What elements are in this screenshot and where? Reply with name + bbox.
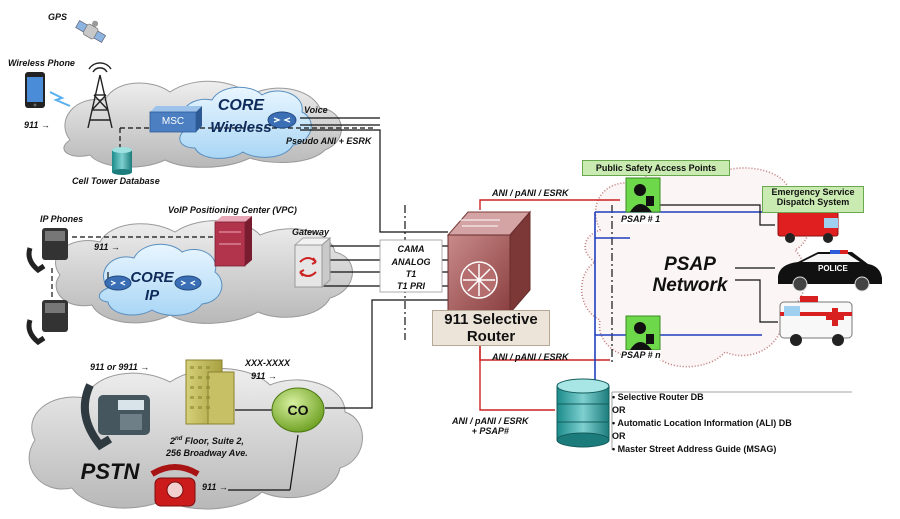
ip-router-right-icon [174, 275, 202, 291]
cell-tower-icon [87, 62, 113, 129]
pstn-red-911-label: 911 → [202, 482, 228, 492]
pstn-911-9911-label: 911 or 9911 → [90, 362, 150, 372]
xxx-911-label: 911 → [251, 371, 277, 381]
esds-box: Emergency Service Dispatch System [762, 186, 864, 213]
vpc-server-icon [214, 216, 252, 267]
gateway-label: Gateway [292, 227, 330, 237]
police-car-icon [778, 250, 882, 292]
trunk-analog: ANALOG [391, 257, 431, 267]
core-wireless-title-2: Wireless [210, 119, 272, 136]
psap-network-title: PSAP Network [652, 254, 728, 296]
pseudo-ani-label: Pseudo ANI + ESRK [286, 136, 372, 146]
wireless-signal-icon [49, 91, 71, 107]
ip-911-label: 911 → [94, 242, 120, 252]
office-building-icon [185, 359, 235, 425]
ip-phone-top-icon [26, 228, 68, 274]
psap-1-dispatcher-icon [625, 177, 661, 213]
gps-label: GPS [48, 12, 68, 22]
wireless-router-icon [267, 111, 297, 129]
database-list: • Selective Router DB OR • Automatic Loc… [612, 391, 792, 456]
wireless-phone-icon [25, 72, 45, 108]
trunk-t1: T1 [405, 269, 417, 279]
ali-database-icon [556, 378, 610, 448]
trunk-t1pri: T1 PRI [396, 281, 425, 291]
xxx-label: XXX-XXXX [245, 358, 291, 368]
selective-router-icon [446, 210, 532, 315]
ip-phones-label: IP Phones [40, 214, 84, 224]
cell-tower-database-icon [112, 147, 132, 175]
selective-router-label: 911 Selective Router [432, 310, 550, 346]
core-wireless-cloud [179, 86, 312, 159]
psap-n-label: PSAP # n [621, 350, 661, 361]
ani-top-label: ANI / pANI / ESRK [492, 188, 569, 198]
core-ip-cloud [98, 243, 223, 316]
psap-1-label: PSAP # 1 [621, 214, 661, 225]
wireless-911-label: 911 → [24, 120, 50, 130]
msc-switch [149, 106, 202, 133]
trunk-cama: CAMA [397, 244, 425, 254]
co-central-office-icon [271, 387, 325, 433]
gateway-icon [293, 236, 332, 289]
address-line-2: 256 Broadway Ave. [166, 448, 248, 458]
database-list-item: • Automatic Location Information (ALI) D… [612, 418, 792, 428]
desk-phone-icon [80, 383, 150, 451]
core-ip-title-2: IP [144, 287, 160, 304]
psap-n-dispatcher-icon [625, 315, 661, 351]
ani-bottom-label: ANI / pANI / ESRK + PSAP# [452, 416, 529, 437]
address-line-1: 2nd Floor, Suite 2, [170, 436, 244, 446]
ip-phone-bottom-icon [26, 300, 68, 346]
wireless-phone-label: Wireless Phone [8, 58, 75, 68]
psap-title-box: Public Safety Access Points [582, 160, 730, 176]
voice-label: Voice [304, 105, 328, 115]
database-list-item: OR [612, 405, 626, 415]
database-list-item: • Selective Router DB [612, 392, 704, 402]
vpc-label: VoIP Positioning Center (VPC) [168, 205, 297, 215]
ambulance-icon [779, 296, 853, 346]
police-text: POLICE [818, 264, 848, 273]
gps-satellite-icon [75, 20, 106, 43]
pstn-title: PSTN [80, 459, 140, 484]
msc-label: MSC [161, 116, 185, 127]
ani-mid-label: ANI / pANI / ESRK [492, 352, 569, 362]
co-label: CO [287, 402, 309, 418]
database-list-item: OR [612, 431, 626, 441]
core-ip-title-1: CORE [130, 269, 174, 286]
red-phone-icon [150, 464, 200, 507]
ip-router-left-icon [104, 275, 132, 291]
cell-tower-database-label: Cell Tower Database [72, 176, 160, 186]
core-wireless-title-1: CORE [217, 97, 265, 114]
database-list-item: • Master Street Address Guide (MSAG) [612, 444, 777, 454]
trunk-label-box [379, 239, 443, 293]
